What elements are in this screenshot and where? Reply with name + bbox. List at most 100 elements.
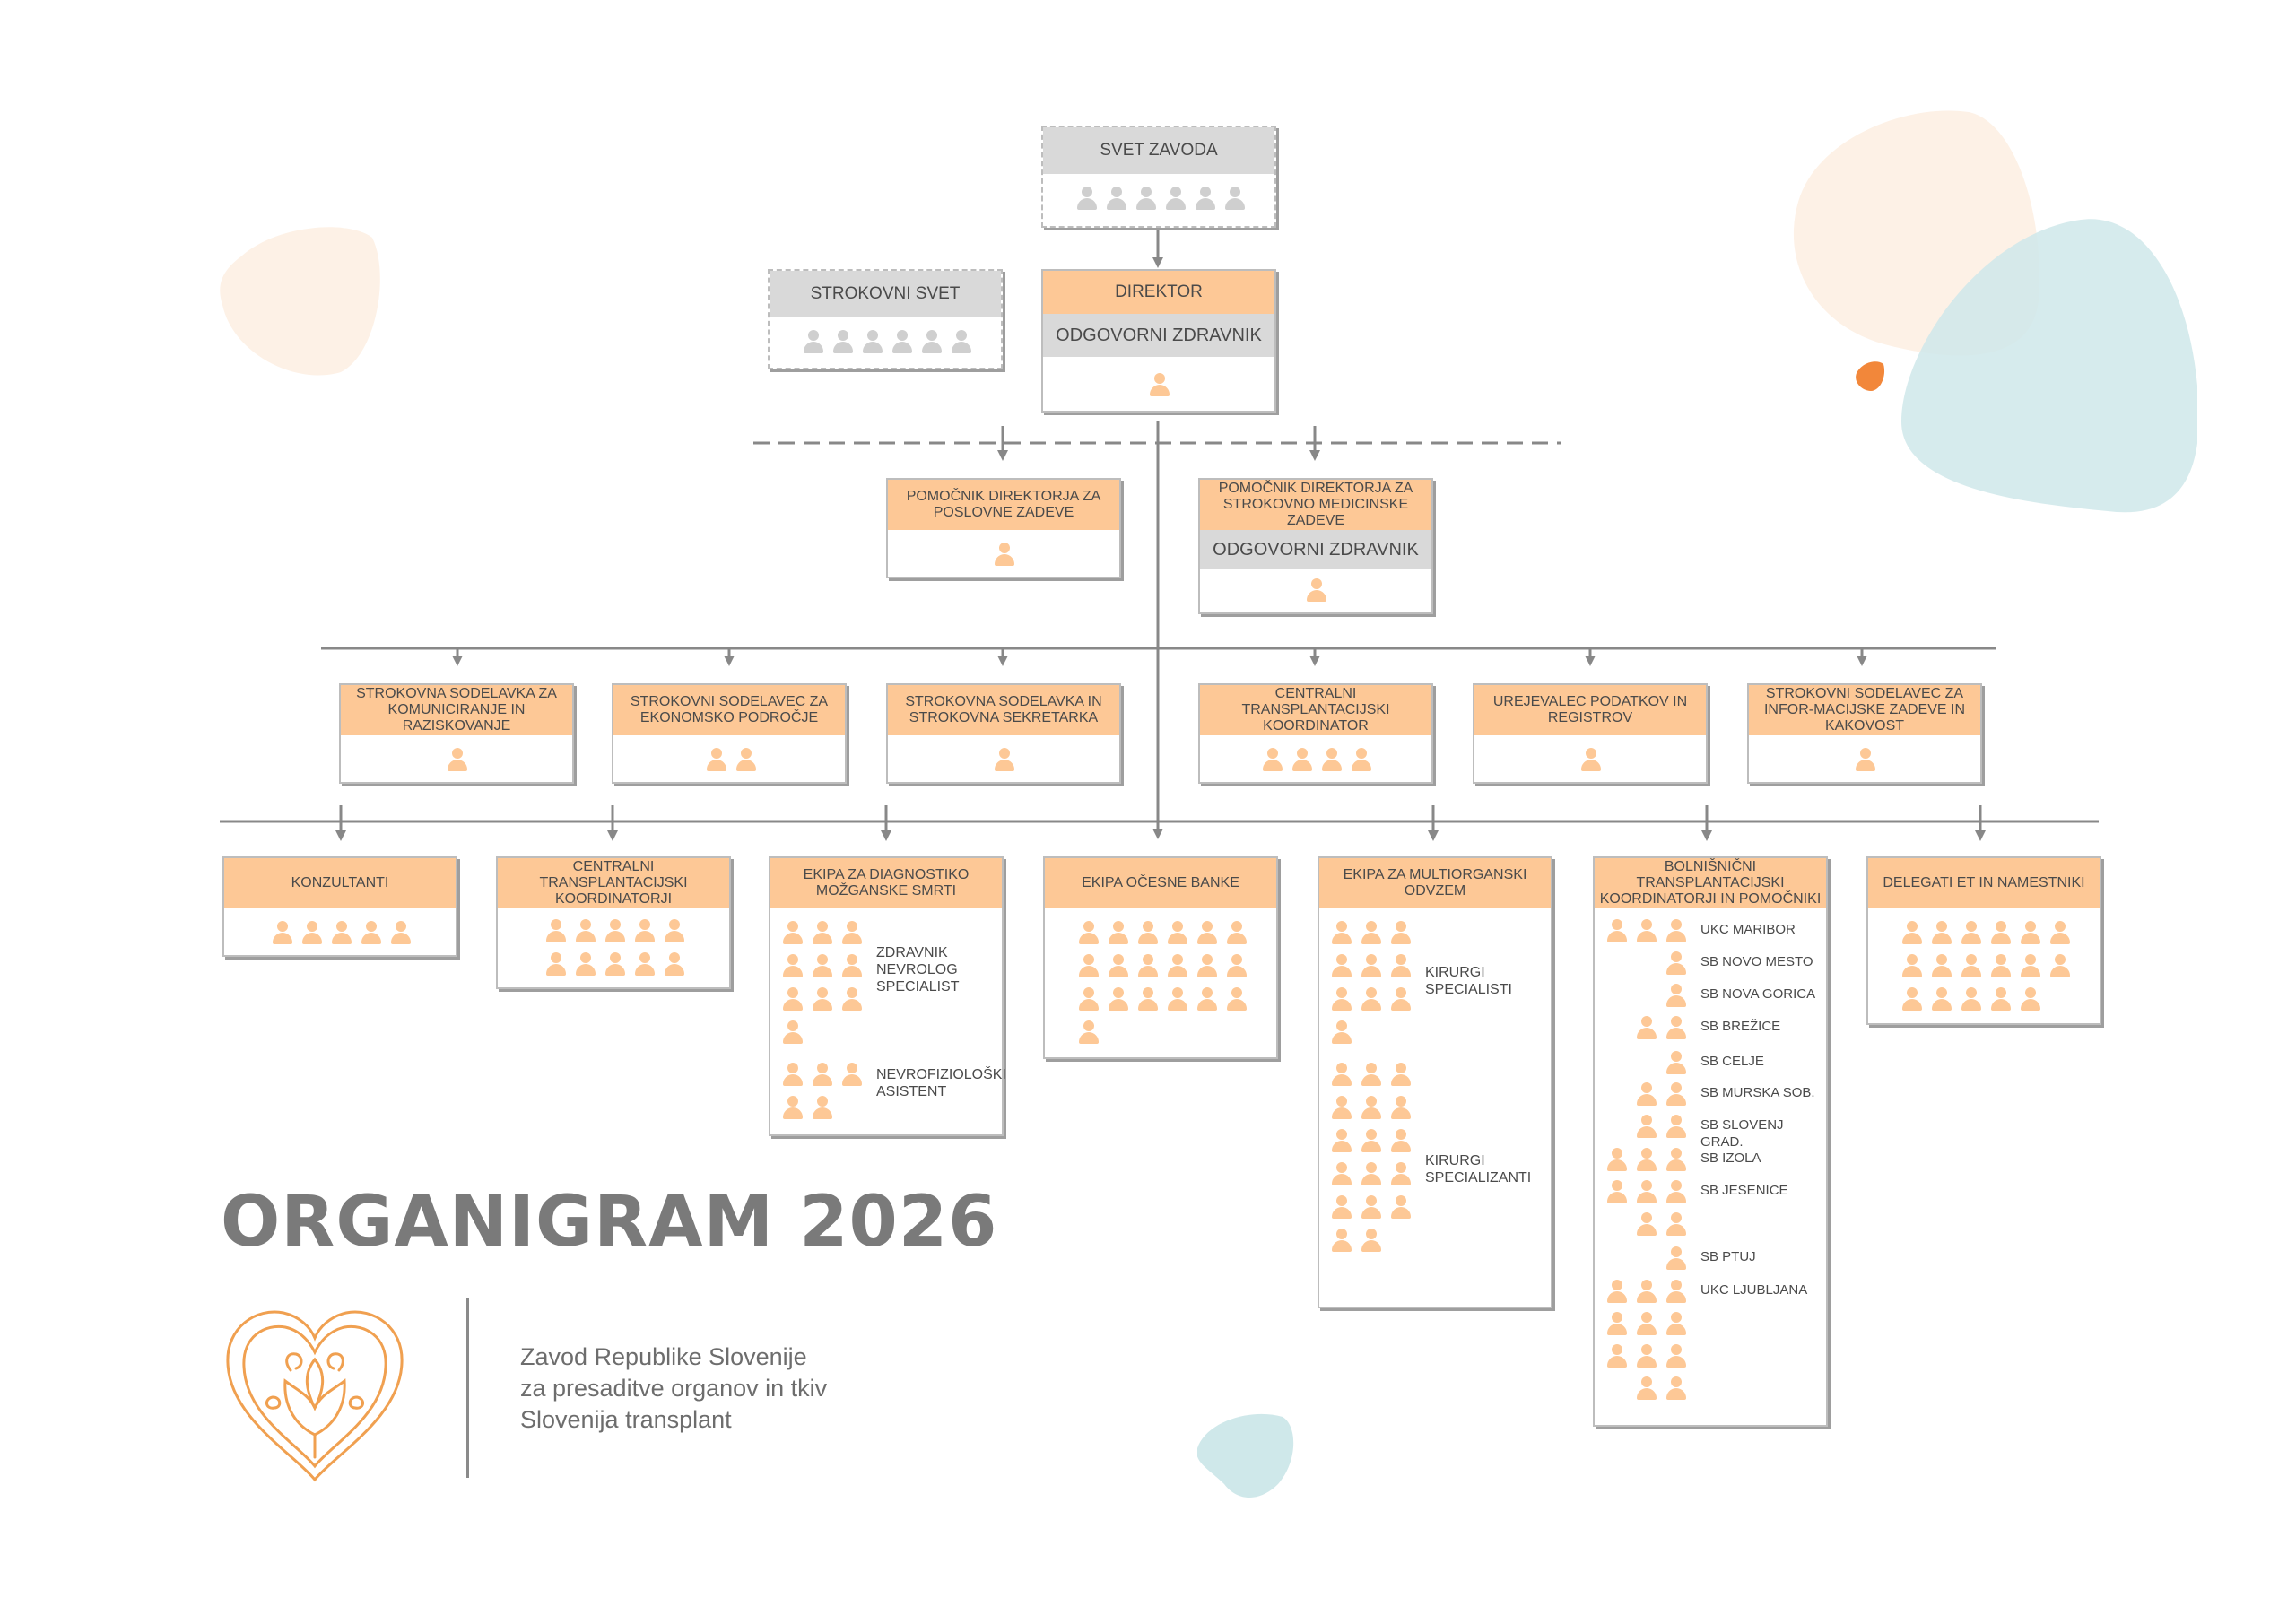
box-centralni-koordinator[interactable]: CENTRALNI TRANSPLANTACIJSKI KOORDINATOR <box>1198 683 1433 784</box>
person-icon <box>635 919 655 942</box>
box-pomocnik-medicinske[interactable]: POMOČNIK DIREKTORJA ZA STROKOVNO MEDICIN… <box>1198 478 1433 614</box>
person-icon <box>1332 987 1352 1011</box>
person-icon <box>1150 373 1170 396</box>
decorative-blob-orange-dot <box>1856 361 1885 391</box>
box-header: SVET ZAVODA <box>1043 127 1274 174</box>
person-icon <box>1666 951 1686 975</box>
person-icon <box>1607 1312 1627 1335</box>
box-sodelavec-informacijske[interactable]: STROKOVNI SODELAVEC ZA INFOR-MACIJSKE ZA… <box>1747 683 1982 784</box>
box-header: EKIPA ZA MULTIORGANSKI ODVZEM <box>1319 858 1551 908</box>
person-icon <box>1361 1162 1381 1185</box>
box-bolnisnicni[interactable]: BOLNIŠNIČNI TRANSPLANTACIJSKI KOORDINATO… <box>1593 856 1828 1427</box>
hospital-label: SB BREŽICE <box>1700 1019 1781 1034</box>
person-icon <box>1991 954 2011 977</box>
box-svet-zavoda[interactable]: SVET ZAVODA <box>1041 126 1276 228</box>
hospital-label: SB IZOLA <box>1700 1151 1761 1166</box>
person-icon <box>1361 1129 1381 1152</box>
person-icon <box>1361 954 1381 977</box>
person-icon <box>1666 1115 1686 1138</box>
person-icon <box>1391 1129 1411 1152</box>
person-icon <box>1991 987 2011 1011</box>
box-centralni-koordinatorji[interactable]: CENTRALNI TRANSPLANTACIJSKI KOORDINATORJ… <box>496 856 731 989</box>
person-icon <box>1332 1195 1352 1219</box>
hospital-label: SB NOVO MESTO <box>1700 954 1813 969</box>
person-icon <box>1109 954 1128 977</box>
box-header: STROKOVNA SODELAVKA IN STROKOVNA SEKRETA… <box>888 685 1119 735</box>
box-sodelavka-komuniciranje[interactable]: STROKOVNA SODELAVKA ZA KOMUNICIRANJE IN … <box>339 683 574 784</box>
person-icon <box>1227 921 1247 944</box>
box-urejevalec[interactable]: UREJEVALEC PODATKOV IN REGISTROV <box>1473 683 1708 784</box>
person-icon <box>1077 187 1097 210</box>
box-ekipa-ocesne[interactable]: EKIPA OČESNE BANKE <box>1043 856 1278 1059</box>
person-icon <box>1666 1246 1686 1270</box>
box-sodelavka-sekretarka[interactable]: STROKOVNA SODELAVKA IN STROKOVNA SEKRETA… <box>886 683 1121 784</box>
organization-line-1: Zavod Republike Slovenije <box>520 1343 807 1370</box>
person-icon <box>2021 921 2040 944</box>
box-header: POMOČNIK DIREKTORJA ZA POSLOVNE ZADEVE <box>888 480 1119 530</box>
box-header: STROKOVNI SODELAVEC ZA EKONOMSKO PODROČJ… <box>613 685 845 735</box>
person-icon <box>922 330 942 353</box>
box-konzultanti[interactable]: KONZULTANTI <box>222 856 457 957</box>
hospital-label: SB CELJE <box>1700 1054 1764 1069</box>
person-icon <box>1332 1129 1352 1152</box>
box-header: EKIPA ZA DIAGNOSTIKO MOŽGANSKE SMRTI <box>770 858 1002 908</box>
person-icon <box>1991 921 2011 944</box>
hospital-label: UKC MARIBOR <box>1700 922 1796 937</box>
person-icon <box>1227 987 1247 1011</box>
person-icon <box>448 748 467 771</box>
person-icon <box>1391 1063 1411 1086</box>
group-label-specialisti: KIRURGI SPECIALISTI <box>1425 965 1512 997</box>
person-icon <box>1079 1020 1099 1044</box>
person-icon <box>952 330 971 353</box>
person-icon <box>813 921 832 944</box>
person-icon <box>1961 954 1981 977</box>
person-icon <box>1666 1376 1686 1400</box>
person-icon <box>1637 1180 1657 1203</box>
person-icon <box>833 330 853 353</box>
person-icon <box>546 919 566 942</box>
person-icon <box>1138 954 1158 977</box>
hospital-label: SB NOVA GORICA <box>1700 986 1816 1002</box>
person-icon <box>1168 921 1187 944</box>
box-header: CENTRALNI TRANSPLANTACIJSKI KOORDINATORJ… <box>498 858 729 908</box>
person-icon <box>1332 1020 1352 1044</box>
box-ekipa-mozganske[interactable]: EKIPA ZA DIAGNOSTIKO MOŽGANSKE SMRTI ZDR… <box>769 856 1006 1136</box>
person-icon <box>1361 1063 1381 1086</box>
person-icon <box>842 921 862 944</box>
group-label-specializanti: KIRURGI SPECIALIZANTI <box>1425 1153 1532 1185</box>
person-icon <box>1666 1148 1686 1171</box>
box-direktor[interactable]: DIREKTOR ODGOVORNI ZDRAVNIK <box>1041 269 1276 413</box>
person-icon <box>576 952 596 976</box>
person-icon <box>1361 1195 1381 1219</box>
organization-name: Zavod Republike Slovenije za presaditve … <box>520 1342 827 1436</box>
person-icon <box>1109 987 1128 1011</box>
person-icon <box>391 921 411 944</box>
box-ekipa-multiorganski[interactable]: EKIPA ZA MULTIORGANSKI ODVZEM KIRURGI SP… <box>1318 856 1552 1308</box>
person-icon <box>1197 954 1217 977</box>
person-icon <box>605 919 625 942</box>
person-icon <box>302 921 322 944</box>
person-icon <box>361 921 381 944</box>
box-delegati[interactable]: DELEGATI ET IN NAMESTNIKI <box>1866 856 2101 1025</box>
person-icon <box>1197 921 1217 944</box>
organization-line-3: Slovenija transplant <box>520 1406 732 1433</box>
box-header: STROKOVNA SODELAVKA ZA KOMUNICIRANJE IN … <box>341 685 572 735</box>
person-icon <box>1961 921 1981 944</box>
box-header: BOLNIŠNIČNI TRANSPLANTACIJSKI KOORDINATO… <box>1595 858 1826 908</box>
person-icon <box>1136 187 1156 210</box>
box-pomocnik-poslovne[interactable]: POMOČNIK DIREKTORJA ZA POSLOVNE ZADEVE <box>886 478 1121 578</box>
person-icon <box>783 987 803 1011</box>
logo-divider <box>466 1298 469 1478</box>
person-icon <box>1902 921 1922 944</box>
person-icon <box>1352 748 1371 771</box>
box-header: POMOČNIK DIREKTORJA ZA STROKOVNO MEDICIN… <box>1200 480 1431 530</box>
person-icon <box>1332 1162 1352 1185</box>
box-strokovni-svet[interactable]: STROKOVNI SVET <box>768 269 1003 369</box>
person-icon <box>813 1096 832 1119</box>
person-icon <box>1666 1180 1686 1203</box>
box-sodelavec-ekonomsko[interactable]: STROKOVNI SODELAVEC ZA EKONOMSKO PODROČJ… <box>612 683 847 784</box>
person-icon <box>1079 954 1099 977</box>
box-header: CENTRALNI TRANSPLANTACIJSKI KOORDINATOR <box>1200 685 1431 735</box>
box-header: DELEGATI ET IN NAMESTNIKI <box>1868 858 2100 908</box>
person-icon <box>1361 987 1381 1011</box>
